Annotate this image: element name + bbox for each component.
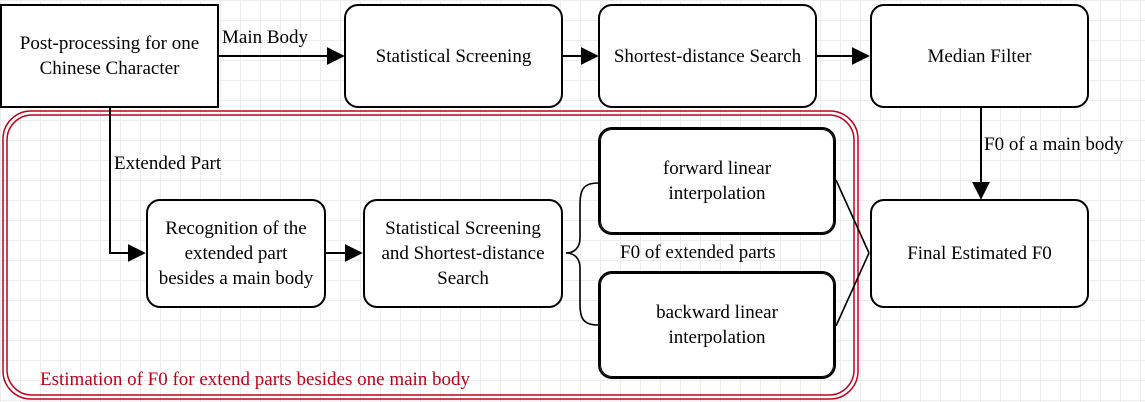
- region-label: Estimation of F0 for extend parts beside…: [40, 369, 471, 390]
- median-filter-box[interactable]: Median Filter: [870, 4, 1089, 108]
- edge-postproc-to-recognition: [109, 107, 146, 262]
- statistical-screening-text: Statistical Screening: [375, 45, 532, 67]
- statistical-screening-box[interactable]: Statistical Screening: [344, 4, 563, 108]
- backward-interpolation-text: backward linear interpolation: [656, 302, 778, 348]
- backward-interpolation-box[interactable]: backward linear interpolation: [598, 271, 836, 379]
- f0-main-body-label: F0 of a main body: [984, 134, 1124, 155]
- statistical-screening-shortest-search-box[interactable]: Statistical Screening and Shortest-dista…: [363, 199, 563, 308]
- statistical-screening-shortest-search-text: Statistical Screening and Shortest-dista…: [381, 218, 545, 289]
- main-body-label: Main Body: [222, 27, 309, 48]
- extended-part-label: Extended Part: [114, 153, 222, 174]
- brace-interpolation: [565, 182, 599, 326]
- postprocessing-text: Post-processing for one Chinese Characte…: [19, 33, 200, 79]
- region-outer-border: [2, 110, 859, 400]
- shortest-distance-search-box[interactable]: Shortest-distance Search: [598, 4, 817, 108]
- recognition-text: Recognition of the extended part besides…: [158, 218, 314, 289]
- recognition-box[interactable]: Recognition of the extended part besides…: [146, 199, 326, 308]
- shortest-distance-search-text: Shortest-distance Search: [613, 45, 802, 67]
- f0-extended-parts-label: F0 of extended parts: [620, 242, 776, 263]
- median-filter-text: Median Filter: [927, 45, 1032, 67]
- postprocessing-box[interactable]: Post-processing for one Chinese Characte…: [0, 4, 219, 108]
- region-inner-border: [6, 114, 855, 396]
- forward-interpolation-box[interactable]: forward linear interpolation: [598, 127, 836, 235]
- edge-backward-to-final: [835, 252, 870, 327]
- edge-forward-to-final: [835, 179, 870, 254]
- final-estimated-f0-text: Final Estimated F0: [907, 243, 1052, 264]
- forward-interpolation-text: forward linear interpolation: [662, 158, 772, 204]
- final-estimated-f0-box[interactable]: Final Estimated F0: [870, 199, 1089, 308]
